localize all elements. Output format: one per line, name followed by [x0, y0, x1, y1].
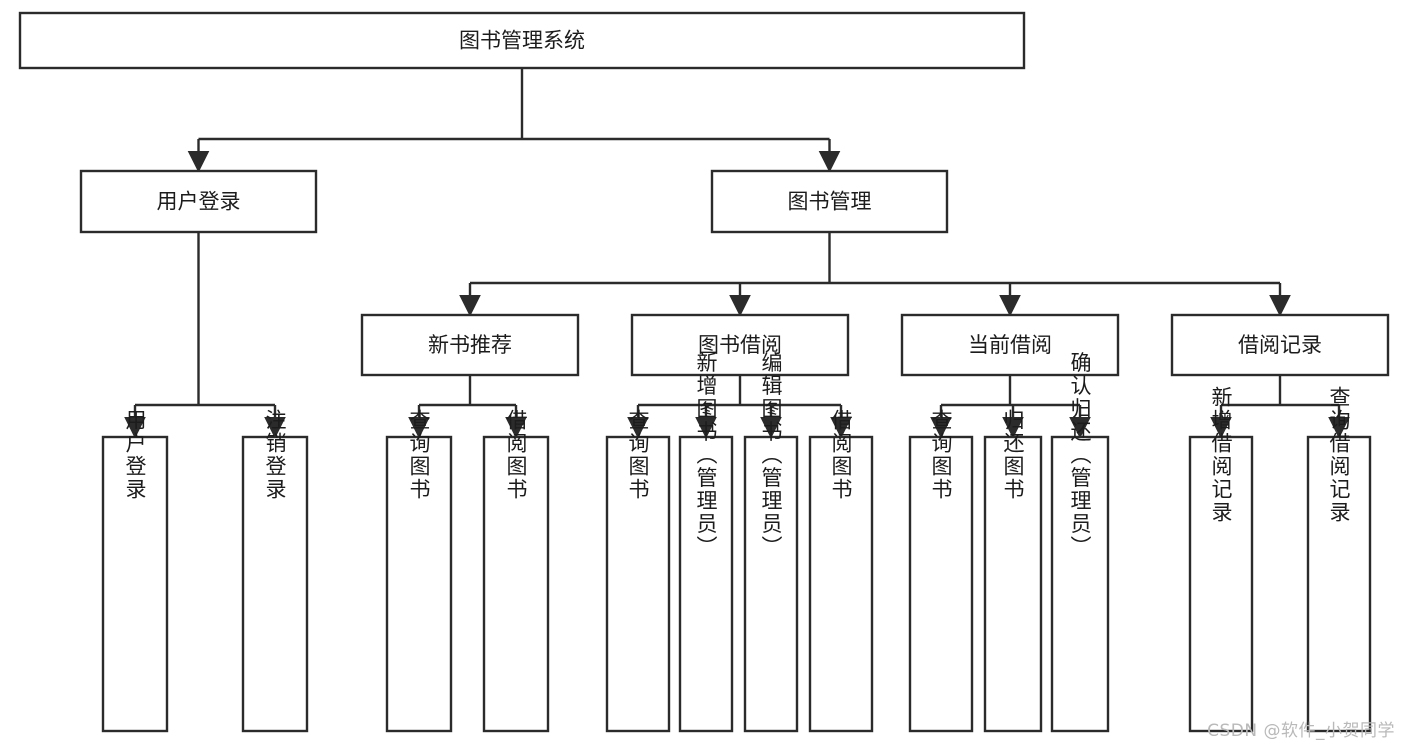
node-current-borrow[interactable]: 当前借阅	[900, 313, 1120, 377]
node-box	[482, 435, 550, 733]
node-leaf-borrow-book-recommend[interactable]: 借阅图书	[482, 409, 550, 733]
connector-group-book-borrow	[627, 375, 852, 439]
node-label: 查询图书	[929, 409, 953, 501]
node-root[interactable]: 图书管理系统	[18, 11, 1026, 70]
connector-group-borrow-records	[1210, 375, 1350, 439]
node-leaf-query-book-recommend[interactable]: 查询图书	[385, 409, 453, 733]
nodes-layer: 图书管理系统用户登录图书管理新书推荐图书借阅当前借阅借阅记录用户登录注销登录查询…	[18, 11, 1390, 733]
node-box	[605, 435, 671, 733]
node-box	[1050, 435, 1110, 733]
node-leaf-add-borrow-record[interactable]: 新增借阅记录	[1188, 386, 1254, 733]
node-leaf-edit-book[interactable]: 编辑图书（管理员）	[743, 352, 799, 733]
node-box	[630, 313, 850, 377]
node-box	[983, 435, 1043, 733]
node-leaf-add-book[interactable]: 新增图书（管理员）	[678, 352, 734, 733]
connector-group-current-borrow	[930, 375, 1091, 439]
node-box	[385, 435, 453, 733]
node-box	[908, 435, 974, 733]
connector-group-book-management	[459, 232, 1291, 317]
node-leaf-logout[interactable]: 注销登录	[241, 409, 309, 733]
node-label: 图书管理系统	[459, 29, 585, 53]
node-box	[360, 313, 580, 377]
connectors-layer	[124, 68, 1350, 439]
node-book-borrow[interactable]: 图书借阅	[630, 313, 850, 377]
node-label: 图书管理	[788, 190, 872, 214]
node-label: 图书借阅	[698, 333, 782, 357]
node-label: 查询借阅记录	[1327, 386, 1351, 524]
node-box	[808, 435, 874, 733]
node-box	[710, 169, 949, 234]
node-label: 新增图书（管理员）	[694, 352, 718, 559]
node-label: 借阅图书	[504, 409, 528, 501]
connector-group-user-login	[124, 232, 286, 439]
node-box	[1306, 435, 1372, 733]
node-leaf-confirm-return[interactable]: 确认归还（管理员）	[1050, 352, 1110, 733]
node-box	[241, 435, 309, 733]
node-leaf-query-borrow-record[interactable]: 查询借阅记录	[1306, 386, 1372, 733]
node-label: 归还图书	[1001, 409, 1025, 501]
node-label: 借阅图书	[829, 409, 853, 501]
connector-group-root	[187, 68, 841, 173]
node-new-book-recommend[interactable]: 新书推荐	[360, 313, 580, 377]
node-label: 新书推荐	[428, 333, 512, 357]
node-box	[1170, 313, 1390, 377]
node-label: 确认归还（管理员）	[1068, 352, 1092, 559]
node-borrow-records[interactable]: 借阅记录	[1170, 313, 1390, 377]
node-box	[79, 169, 318, 234]
node-leaf-query-book-current[interactable]: 查询图书	[908, 409, 974, 733]
node-leaf-return-book[interactable]: 归还图书	[983, 409, 1043, 733]
node-box	[678, 435, 734, 733]
node-label: 查询图书	[407, 409, 431, 501]
node-box	[743, 435, 799, 733]
node-label: 用户登录	[157, 190, 241, 214]
connector-group-new-book-recommend	[408, 375, 527, 439]
node-label: 新增借阅记录	[1209, 386, 1233, 524]
node-box	[18, 11, 1026, 70]
node-book-management[interactable]: 图书管理	[710, 169, 949, 234]
node-leaf-query-book-borrow[interactable]: 查询图书	[605, 409, 671, 733]
node-box	[900, 313, 1120, 377]
node-label: 用户登录	[123, 409, 147, 501]
node-label: 编辑图书（管理员）	[759, 352, 783, 559]
node-label: 注销登录	[263, 409, 287, 501]
node-user-login[interactable]: 用户登录	[79, 169, 318, 234]
node-leaf-borrow-book[interactable]: 借阅图书	[808, 409, 874, 733]
node-box	[101, 435, 169, 733]
node-label: 借阅记录	[1238, 333, 1322, 357]
node-label: 当前借阅	[968, 333, 1052, 357]
node-box	[1188, 435, 1254, 733]
node-label: 查询图书	[626, 409, 650, 501]
node-leaf-user-login[interactable]: 用户登录	[101, 409, 169, 733]
